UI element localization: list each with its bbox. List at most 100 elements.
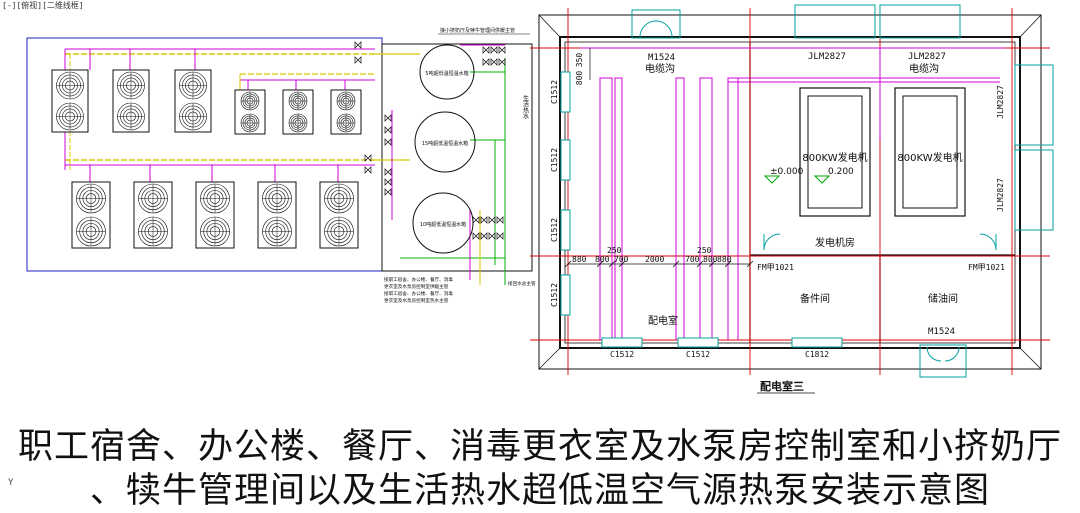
plan-title: 配电室三 — [760, 379, 804, 393]
valve-icon — [482, 58, 490, 66]
valve-icon — [384, 138, 392, 146]
note-line-2: 更衣室及水泵房控制室供暖主管 — [384, 283, 449, 290]
fan-icon — [179, 71, 207, 100]
valve-icon — [384, 126, 392, 134]
window-c1512-4: C1512 — [550, 283, 559, 307]
fan-icon — [138, 216, 168, 247]
window-c1512-5: C1512 — [610, 350, 634, 359]
fan-icon — [336, 113, 356, 133]
heat-pump-unit — [234, 89, 266, 135]
door-jlm2827-4: JLM2827 — [996, 178, 1005, 212]
fan-icon — [179, 102, 207, 131]
fan-icon — [200, 216, 230, 247]
hot-water-side-label: 生活热水 — [522, 94, 529, 119]
fan-icon — [336, 91, 356, 111]
heat-pump-unit — [71, 181, 111, 249]
fan-icon — [240, 113, 260, 133]
room-oil-storage: 储油间 — [928, 292, 958, 305]
valve-icon — [496, 232, 504, 240]
heat-pump-unit — [330, 89, 362, 135]
fan-icon — [262, 183, 292, 214]
fan-icon — [117, 71, 145, 100]
heat-pump-unit — [282, 89, 314, 135]
level-1: ±0.000 — [770, 167, 804, 177]
return-main-note: 接回水总主管 — [508, 280, 536, 287]
fan-icon — [56, 102, 84, 131]
door-m1524-top: M1524 — [648, 53, 675, 63]
axis-grid — [530, 8, 1050, 375]
fan-icon — [56, 71, 84, 100]
heat-pump-unit — [174, 69, 212, 133]
cable-trench-lines — [580, 47, 1005, 340]
valve-icon — [498, 46, 506, 54]
valve-icon — [490, 46, 498, 54]
tank-5t — [419, 44, 475, 100]
valve-icon — [384, 168, 392, 176]
room-generator: 发电机房 — [815, 236, 855, 249]
valve-icon — [384, 178, 392, 186]
tank-5t-label: 5吨超低温恒温水箱 — [425, 70, 468, 77]
valve-icon — [496, 216, 504, 224]
dimension-tick — [596, 260, 604, 268]
level-mark-1 — [763, 175, 781, 184]
fan-icon — [138, 183, 168, 214]
fan-icon — [262, 216, 292, 247]
level-2: 0.200 — [828, 167, 854, 177]
y-axis-marker: Y — [8, 478, 14, 488]
dimension-label: 880 — [572, 255, 587, 264]
room-cable-trench-2: 电缆沟 — [909, 62, 939, 75]
roof-hip-se — [1019, 347, 1042, 370]
pump-room-wall — [381, 43, 533, 272]
valve-icon — [480, 216, 488, 224]
door-fm1021-2: FM甲1021 — [968, 263, 1005, 272]
heat-pump-units — [51, 69, 362, 249]
fan-icon — [76, 216, 106, 247]
valve-icon — [482, 46, 490, 54]
roof-hip-sw — [538, 347, 561, 370]
valve-icon — [490, 58, 498, 66]
valve-icon — [488, 216, 496, 224]
window-c1512-1: C1512 — [550, 80, 559, 104]
dimension-tick — [724, 260, 732, 268]
fan-icon — [324, 183, 354, 214]
dimension-tick — [746, 260, 754, 268]
heat-pump-plan: 5吨超低温恒温水箱 15吨超低温恒温水箱 10吨超低温恒温水箱 接小挤奶厅及犊牛… — [26, 27, 536, 304]
note-line-1: 接职工宿舍、办公楼、餐厅、消毒 — [384, 276, 453, 283]
heat-pump-unit — [112, 69, 150, 133]
fan-icon — [324, 216, 354, 247]
valve-icon — [364, 154, 372, 162]
caption-line-2: 、犊牛管理间以及生活热水超低温空气源热泵安装示意图 — [89, 471, 990, 511]
dimension-label: 700 — [685, 255, 700, 264]
valve-icon — [384, 114, 392, 122]
tank-15t-label: 15吨超低温恒温水箱 — [422, 140, 468, 147]
generator-pad-1 — [799, 87, 871, 217]
heat-pump-unit — [257, 181, 297, 249]
generator-2-label: 800KW发电机 — [897, 151, 962, 164]
room-cable-trench-1: 电缆沟 — [645, 62, 675, 75]
window-symbols — [560, 71, 843, 348]
fan-icon — [200, 183, 230, 214]
tank-10t-label: 10吨超低温恒温水箱 — [420, 221, 466, 228]
valve-icon — [472, 216, 480, 224]
dim-800-vertical: 800 — [575, 71, 584, 86]
door-m1524-bottom: M1524 — [928, 327, 955, 337]
valve-icon — [472, 232, 480, 240]
viewport-label: [-][俯视][二维线框] — [2, 1, 84, 10]
dimension-tick — [696, 260, 704, 268]
window-c1812: C1812 — [805, 350, 829, 359]
dimension-tick — [708, 260, 716, 268]
dimension-label: 800 — [703, 255, 718, 264]
exterior-wall — [559, 36, 1021, 349]
tank-15t — [414, 111, 476, 173]
dimension-tick — [618, 260, 626, 268]
fan-icon — [240, 91, 260, 111]
valve-icon — [364, 166, 372, 174]
top-supply-note: 接小挤奶厅及犊牛管理间供暖主管 — [440, 27, 515, 34]
dimension-tick — [672, 260, 680, 268]
heat-pump-unit — [319, 181, 359, 249]
room-distribution: 配电室 — [648, 314, 678, 327]
valve-icon — [488, 232, 496, 240]
